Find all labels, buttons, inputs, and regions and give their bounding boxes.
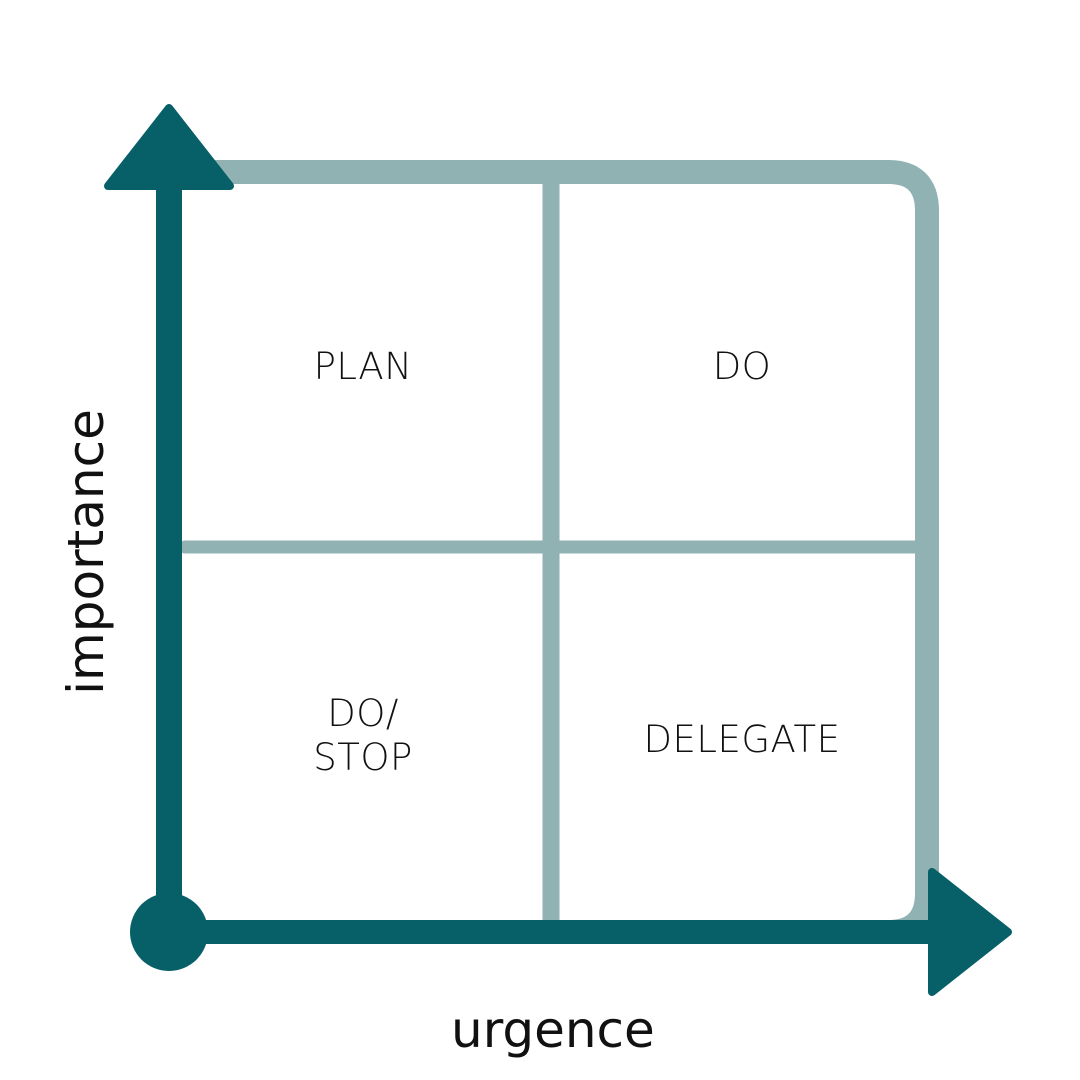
importance-arrow-head-icon <box>104 104 234 190</box>
quadrant-do-stop-label: DO/ STOP <box>313 692 413 779</box>
y-axis-label: importance <box>57 409 115 695</box>
urgence-arrow-head-icon <box>928 868 1012 996</box>
quadrant-do-label: DO <box>712 345 772 388</box>
quadrant-plan-label: PLAN <box>313 345 413 388</box>
quadrant-delegate-label: DELEGATE <box>643 718 841 761</box>
x-axis-label: urgence <box>451 1001 655 1059</box>
origin-dot-icon <box>130 893 208 971</box>
